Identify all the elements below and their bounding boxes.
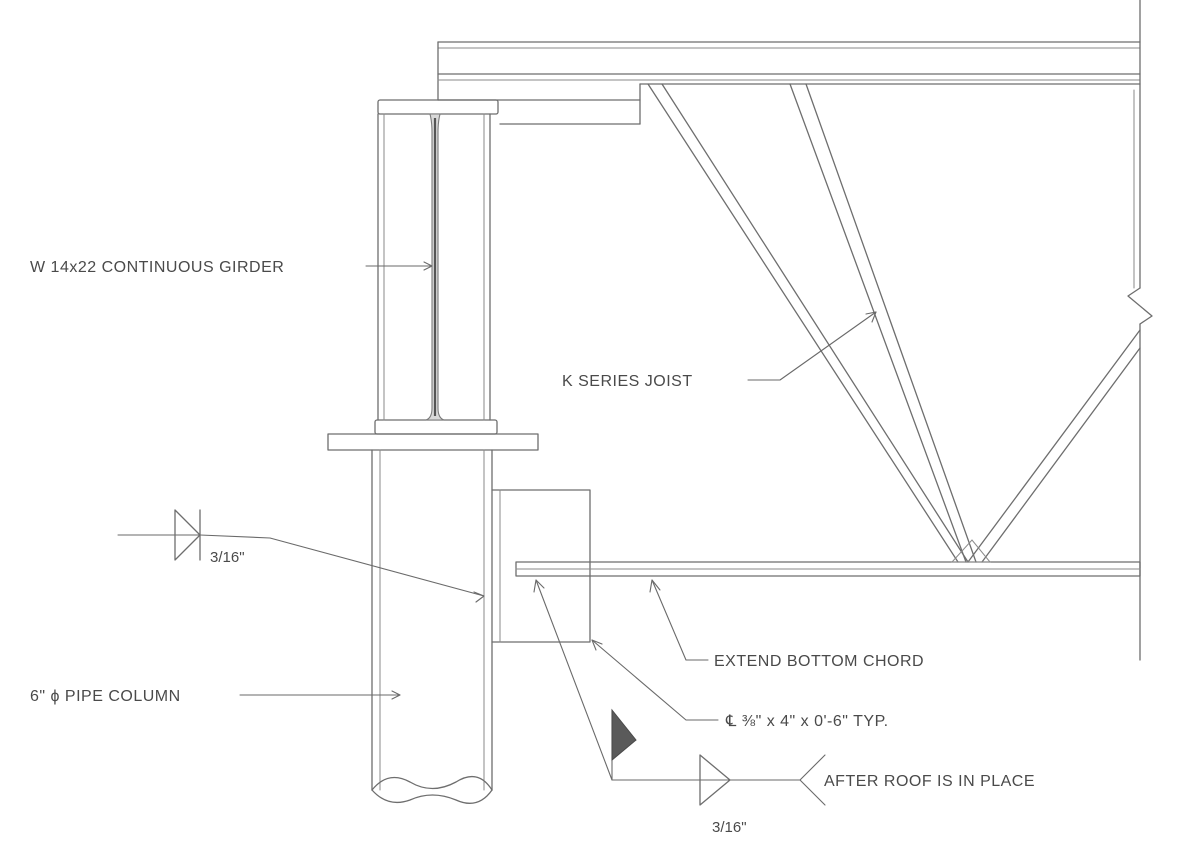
joist-top-chord — [437, 41, 1141, 125]
break-line — [1127, 0, 1153, 661]
girder-label: W 14x22 CONTINUOUS GIRDER — [30, 259, 284, 276]
column-cap-plate — [327, 433, 539, 451]
weld-size-top: 3/16" — [210, 549, 245, 566]
joist-label: K SERIES JOIST — [562, 373, 693, 390]
bottom-chord-label: EXTEND BOTTOM CHORD — [714, 653, 924, 670]
girder-w14x22 — [374, 99, 499, 435]
bottom-chord-leader — [651, 579, 709, 661]
joist-bottom-chord — [515, 561, 1141, 577]
field-weld-flag-icon — [611, 708, 637, 762]
joist-leader — [747, 311, 877, 381]
pipe-column — [371, 449, 493, 804]
stabilizer-plate — [491, 489, 591, 643]
plate-leader — [591, 639, 719, 721]
plate-label: ℄ ⅜" x 4" x 0'-6" TYP. — [725, 713, 889, 730]
joist-web — [647, 83, 1141, 563]
weld-size-bottom: 3/16" — [712, 819, 747, 836]
pipe-column-label: 6" ϕ PIPE COLUMN — [30, 688, 181, 705]
weld-symbol-bottom — [533, 579, 826, 806]
weld-symbol-top — [117, 509, 485, 603]
after-roof-label: AFTER ROOF IS IN PLACE — [824, 773, 1035, 790]
